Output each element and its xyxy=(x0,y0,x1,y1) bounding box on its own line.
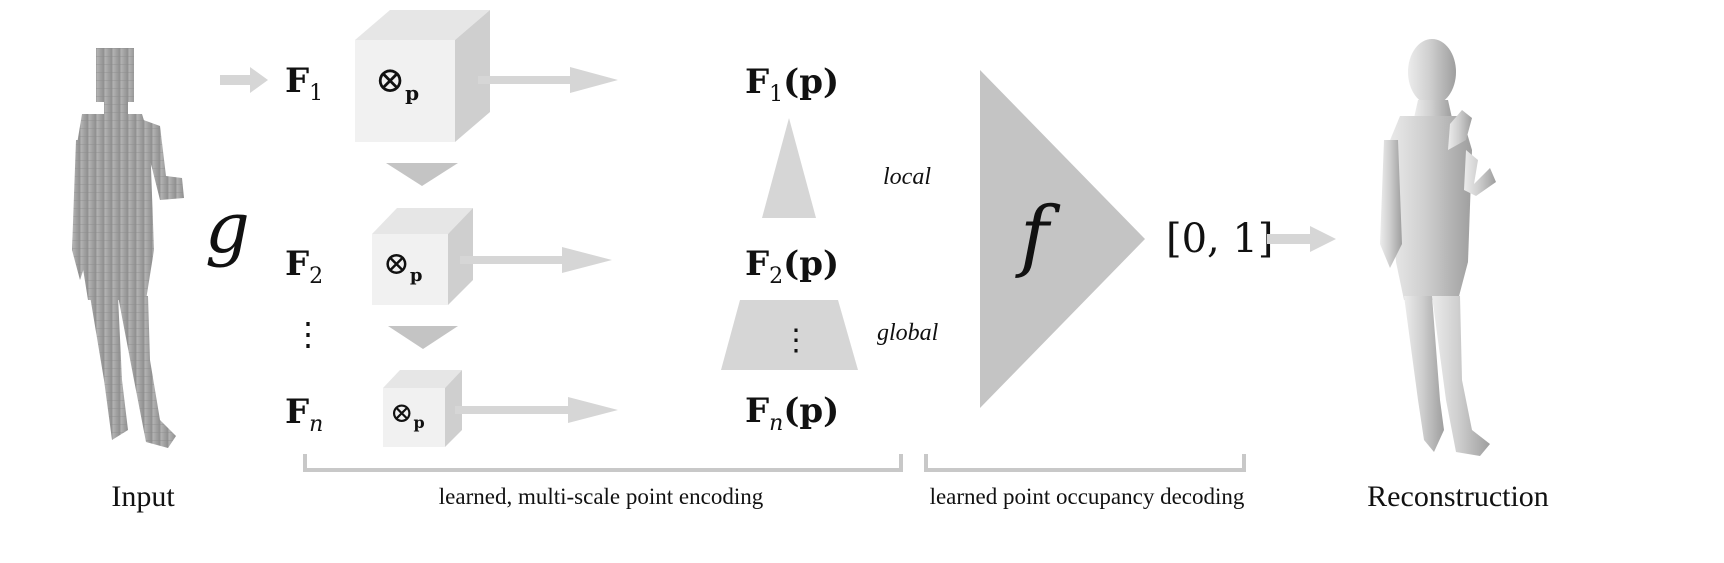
encoder-symbol: g xyxy=(205,187,250,269)
feature-label-2: F2 xyxy=(285,244,323,289)
downsample-arrow-1 xyxy=(386,163,458,186)
sampling-cube-n: ⊗p xyxy=(383,370,462,447)
trapezoid-ellipsis: ⋮ xyxy=(781,323,811,358)
occupancy-output: [0, 1] xyxy=(1166,216,1274,262)
input-label: Input xyxy=(111,480,175,513)
feature-label-n: Fn xyxy=(285,392,323,437)
row-arrow-n xyxy=(455,397,618,423)
input-voxel-figure xyxy=(72,48,184,448)
global-label: global xyxy=(877,320,939,346)
feature-ellipsis: ⋮ xyxy=(292,315,324,353)
local-label: local xyxy=(883,164,931,190)
decoding-bracket xyxy=(924,454,1246,472)
sampling-cube-2: ⊗p xyxy=(372,208,473,305)
sampling-operator-n: ⊗p xyxy=(390,396,425,432)
row-arrow-1 xyxy=(478,67,618,93)
sampled-feature-n: Fn(p) xyxy=(745,391,839,436)
sampled-feature-1: F1(p) xyxy=(745,62,839,107)
reconstruction-label: Reconstruction xyxy=(1367,480,1549,513)
local-triangle xyxy=(762,118,816,218)
feature-label-1: F1 xyxy=(285,61,323,106)
sampling-operator-2: ⊗p xyxy=(383,244,422,286)
sampled-feature-2: F2(p) xyxy=(745,244,839,289)
decoder-triangle xyxy=(980,70,1145,408)
downsample-arrow-2 xyxy=(388,326,458,349)
row-arrow-2 xyxy=(460,247,612,273)
output-arrow xyxy=(1267,226,1336,252)
sampling-cube-1: ⊗p xyxy=(355,10,490,142)
encoding-caption: learned, multi-scale point encoding xyxy=(439,484,764,509)
decoding-caption: learned point occupancy decoding xyxy=(930,484,1245,509)
input-arrow xyxy=(220,67,268,93)
reconstruction-mesh-figure xyxy=(1380,39,1496,456)
global-trapezoid xyxy=(721,300,858,370)
sampling-operator-1: ⊗p xyxy=(375,60,419,105)
encoding-bracket xyxy=(303,454,903,472)
